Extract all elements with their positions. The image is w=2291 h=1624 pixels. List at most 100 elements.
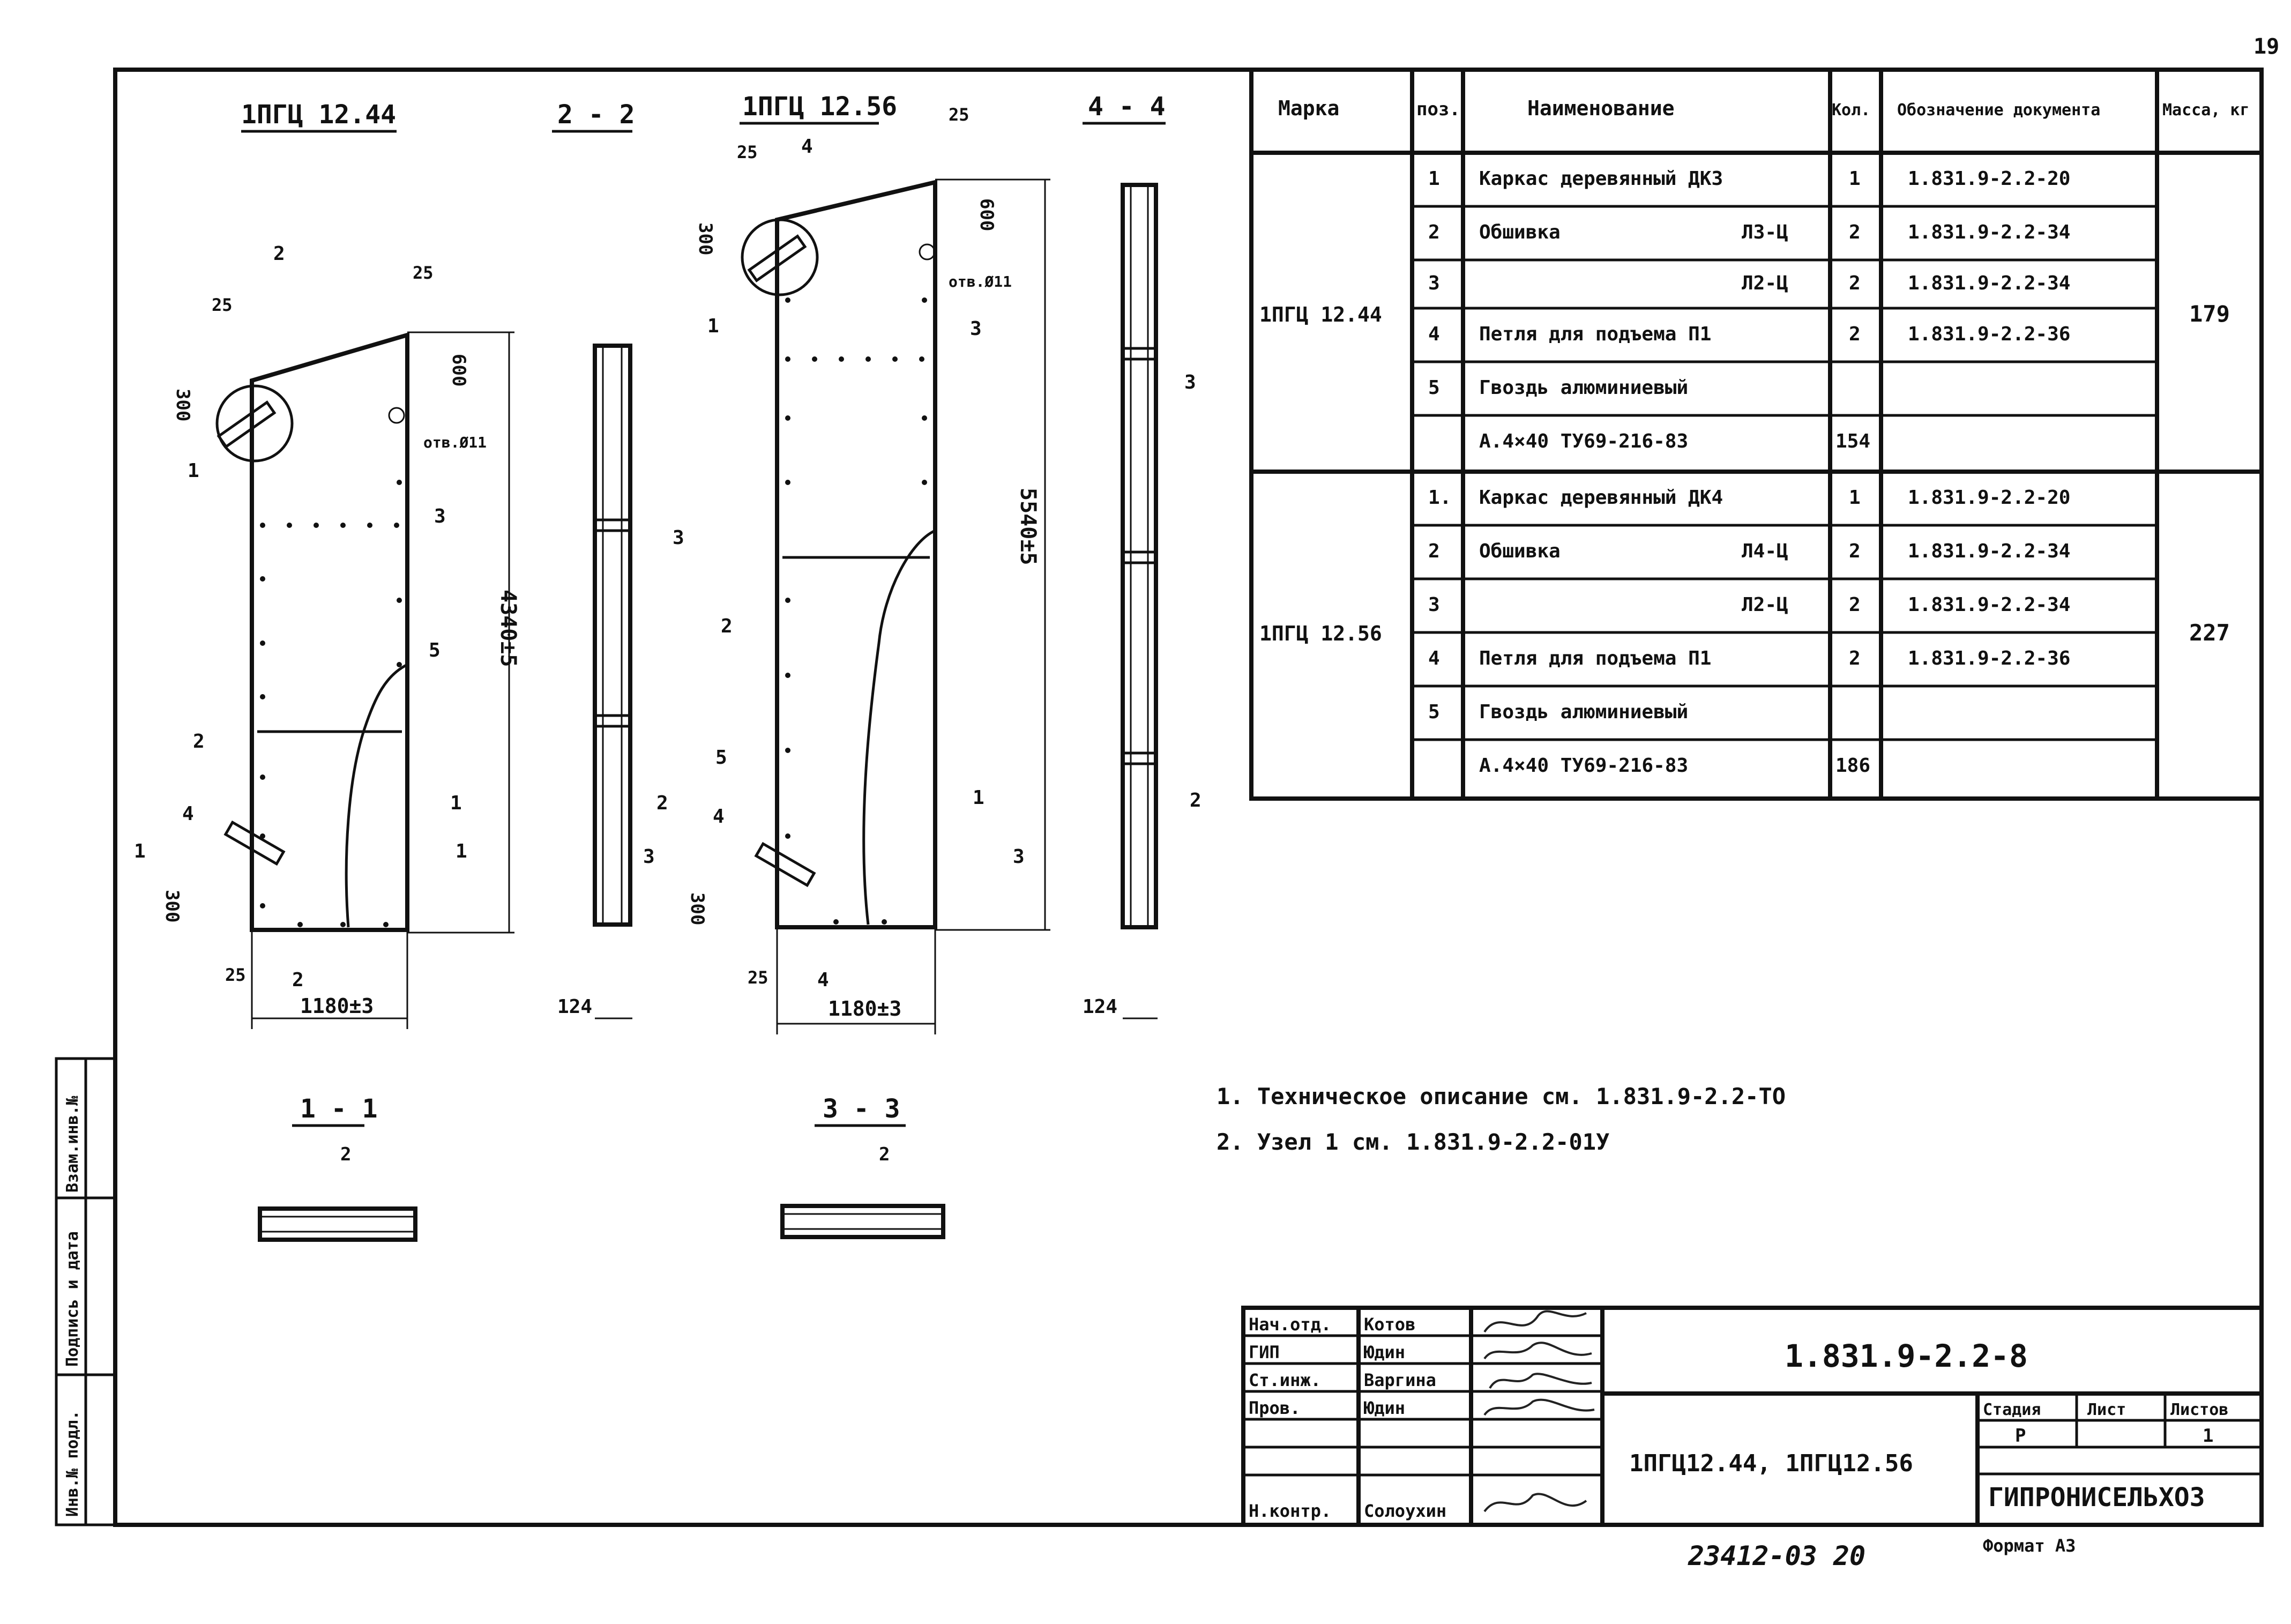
table-row: 1 [1428, 168, 1440, 190]
signature-yudin-1 [1483, 1342, 1592, 1360]
table-row: 1. [1428, 487, 1451, 509]
table-row: 2 [1428, 540, 1440, 562]
table-row: 186 [1835, 755, 1870, 777]
tb-role-3: Пров. [1249, 1398, 1300, 1418]
view3-callout-5: 5 [715, 747, 727, 769]
view1-callout-5: 5 [429, 639, 441, 661]
table-row: 1.831.9-2.2-20 [1908, 487, 2070, 509]
tb-title: 1ПГЦ12.44, 1ПГЦ12.56 [1629, 1450, 1913, 1477]
th-name: Наименование [1527, 96, 1675, 120]
note-2: 2. Узел 1 см. 1.831.9-2.2-01У [1217, 1129, 1609, 1155]
stamp-sign-label: Подпись и дата [63, 1231, 82, 1367]
table-row: 1.831.9-2.2-34 [1908, 272, 2070, 294]
view3-dim-300-bottom: 300 [686, 892, 708, 925]
view1-title: 1ПГЦ 12.44 [241, 100, 396, 130]
table-row: 4 [1428, 647, 1440, 669]
table-row: 3 [1428, 594, 1440, 616]
signature-vargina [1489, 1373, 1592, 1389]
table-row: Л2-Ц [1742, 272, 1788, 294]
view3-callout-1b: 1 [973, 787, 984, 809]
section1-title: 1 - 1 [300, 1094, 378, 1124]
tb-format: Формат А3 [1983, 1536, 2076, 1556]
view1-dim-25-right: 25 [413, 263, 434, 283]
view1-dim-25-left: 25 [212, 295, 233, 315]
tb-role-1: ГИП [1249, 1342, 1280, 1362]
tb-name-6: Солоухин [1364, 1501, 1446, 1521]
signature-solouhin [1483, 1493, 1587, 1513]
nail-dots-2 [785, 297, 927, 925]
view1-height: 4340±5 [496, 590, 520, 667]
table-row: Каркас деревянный ДК4 [1479, 487, 1723, 509]
view4-thick: 124 [1083, 996, 1117, 1018]
view3-dim-25-left: 25 [737, 142, 758, 162]
view1-callout-3: 3 [434, 505, 446, 527]
section-3-3: 3 - 3 2 [780, 1094, 945, 1239]
view1-dim-300-bottom: 300 [161, 890, 183, 922]
stamp-replace-label: Взам.инв.№ [63, 1095, 82, 1193]
table-row: 1 [1849, 168, 1861, 190]
view1-section-1: 1 [134, 840, 146, 862]
table-row: 2 [1849, 594, 1861, 616]
node-1-circle [215, 384, 294, 463]
table-row: 1 [1849, 487, 1861, 509]
g1-mark: 1ПГЦ 12.44 [1259, 303, 1382, 326]
table-row: 2 [1849, 221, 1861, 243]
table-row: 2 [1849, 323, 1861, 345]
table-row: 4 [1428, 323, 1440, 345]
table-row: 2 [1849, 540, 1861, 562]
table-row: Л2-Ц [1742, 594, 1788, 616]
tb-sheet-label: Лист [2087, 1400, 2126, 1419]
th-pos: поз. [1416, 99, 1460, 120]
view3-callout-4: 4 [713, 806, 725, 828]
table-row: Обшивка [1479, 540, 1561, 562]
view3-callout-1: 1 [707, 315, 719, 337]
nail-dots [260, 480, 402, 927]
g2-mark: 1ПГЦ 12.56 [1259, 622, 1382, 645]
table-row: Обшивка [1479, 221, 1561, 243]
table-row: 2 [1849, 647, 1861, 669]
view1-callout-2: 2 [193, 731, 205, 753]
page-number: 19 [2253, 34, 2279, 59]
view2-thick: 124 [557, 996, 592, 1018]
note-1: 1. Техническое описание см. 1.831.9-2.2-… [1217, 1083, 1786, 1109]
view3-height: 5540±5 [1016, 488, 1040, 565]
view3-section-3: 3 [1013, 846, 1025, 868]
table-row: 1.831.9-2.2-36 [1908, 323, 2070, 345]
section-1-1: 1 - 1 2 [258, 1094, 417, 1242]
view1-section-2-bottom: 2 [292, 969, 304, 991]
table-row: Гвоздь алюминиевый [1479, 701, 1688, 723]
table-row: 3 [1428, 272, 1440, 294]
tb-bottom-code: 23412-03 20 [1688, 1540, 1865, 1571]
table-row: Петля для подъема П1 [1479, 323, 1711, 345]
view2-title: 2 - 2 [557, 100, 635, 130]
table-row: А.4×40 ТУ69-216-83 [1479, 430, 1688, 452]
g2-mass: 227 [2189, 620, 2230, 646]
view4-callout-2: 2 [1190, 789, 1202, 811]
view1-width: 1180±3 [300, 994, 374, 1018]
table-row: 1.831.9-2.2-34 [1908, 540, 2070, 562]
view-1pgc-12-44: 1ПГЦ 12.44 1180±3 4340±5 25 25 30 [134, 100, 520, 1029]
view1-callout-1: 1 [188, 460, 199, 482]
view-section-2-2: 2 - 2 124 3 2 3 [552, 100, 684, 1019]
tb-name-2: Варгина [1364, 1370, 1436, 1390]
view3-title: 1ПГЦ 12.56 [742, 92, 897, 122]
view3-section-4: 4 [801, 136, 813, 158]
table-row: 154 [1835, 430, 1870, 452]
table-row: Каркас деревянный ДК3 [1479, 168, 1723, 190]
tb-org: ГИПРОНИСЕЛЬХОЗ [1988, 1483, 2205, 1513]
view1-section-1-right: 1 [456, 840, 467, 862]
table-row: А.4×40 ТУ69-216-83 [1479, 755, 1688, 777]
view1-dim-25-bottom: 25 [225, 965, 246, 985]
table-row: 2 [1849, 272, 1861, 294]
tb-role-2: Ст.инж. [1249, 1370, 1321, 1390]
table-row: 1.831.9-2.2-34 [1908, 221, 2070, 243]
view3-callout-3: 3 [970, 318, 982, 340]
view-1pgc-12-56: 1ПГЦ 12.56 1180±3 5540±5 25 25 300 600 3… [686, 92, 1050, 1034]
tb-role-0: Нач.отд. [1249, 1314, 1331, 1335]
tb-sheets-label: Листов [2170, 1400, 2228, 1419]
table-row: Л4-Ц [1742, 540, 1788, 562]
th-qty: Кол. [1832, 101, 1870, 120]
view3-dim-25-right: 25 [949, 105, 969, 125]
